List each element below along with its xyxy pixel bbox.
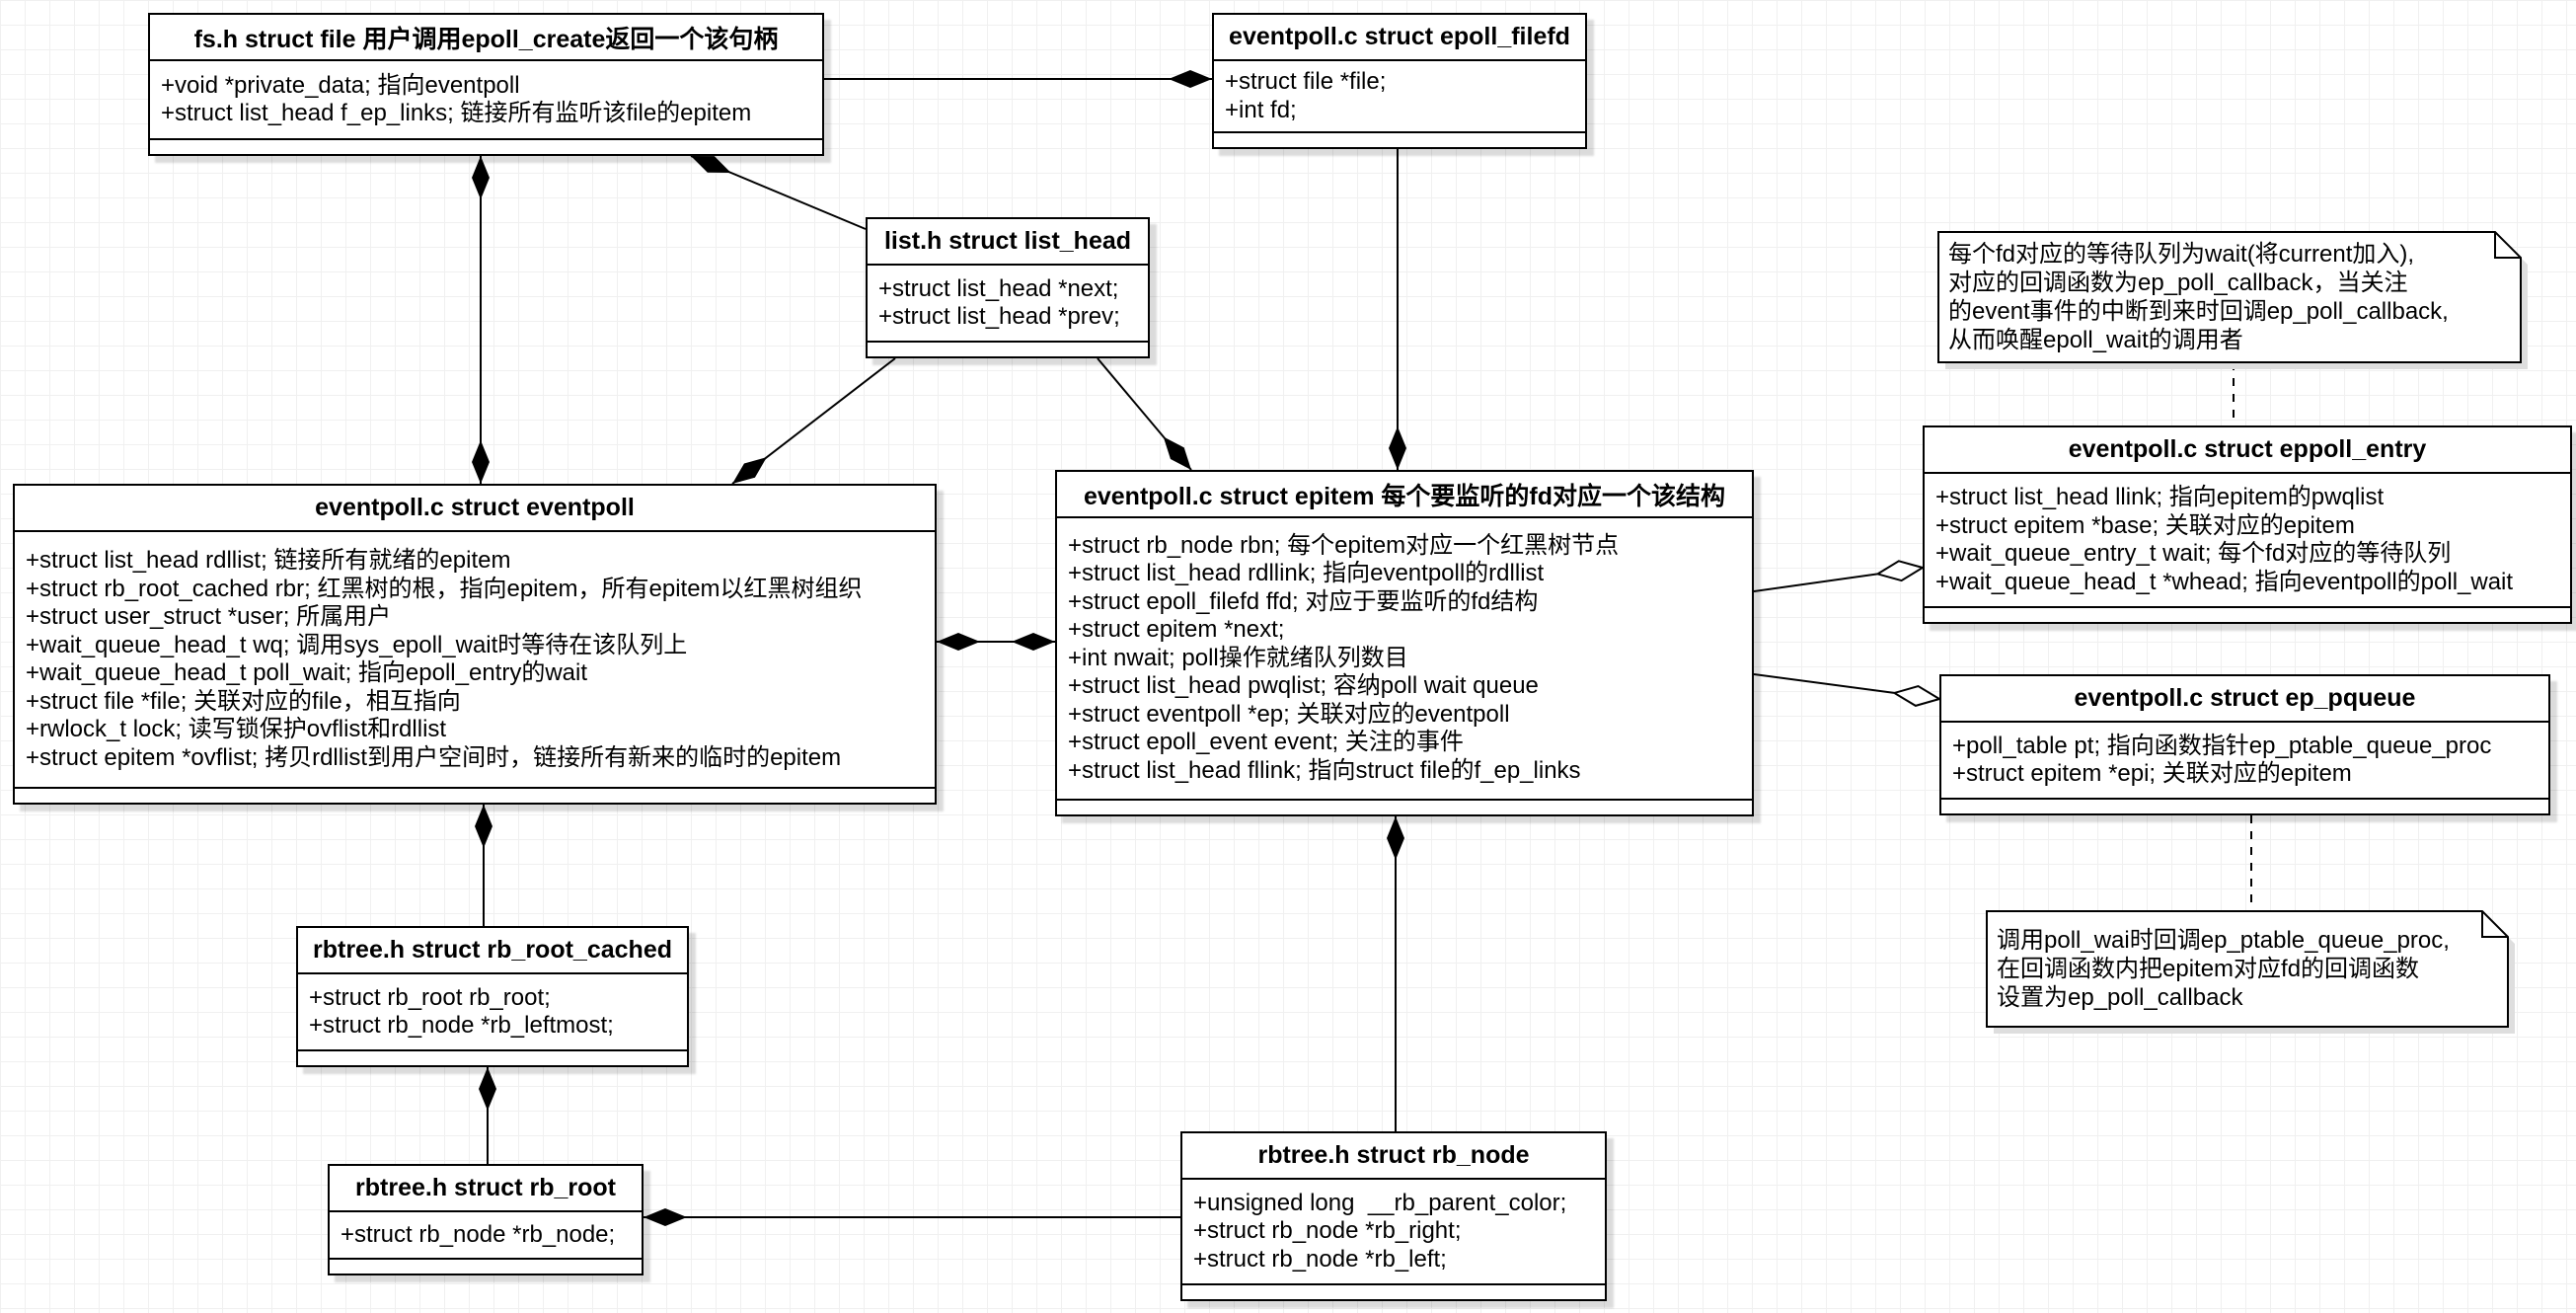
class-box-eppoll-entry: eventpoll.c struct eppoll_entry +struct … xyxy=(1923,425,2572,624)
text-line: +struct epitem *base; 关联对应的epitem xyxy=(1935,511,2355,539)
class-footer-epitem xyxy=(1057,799,1752,814)
class-fields-rb-root: +struct rb_node *rb_node; xyxy=(330,1212,642,1258)
text-line: +wait_queue_head_t wq; 调用sys_epoll_wait时… xyxy=(26,631,688,658)
text-line: +poll_table pt; 指向函数指针ep_ptable_queue_pr… xyxy=(1952,732,2492,759)
class-fields-epoll-filefd: +struct file *file;+int fd; xyxy=(1214,61,1585,131)
class-title-epitem: eventpoll.c struct epitem 每个要监听的fd对应一个该结… xyxy=(1057,472,1752,518)
text-line: +struct file *file; xyxy=(1225,68,1387,95)
class-box-epoll-filefd: eventpoll.c struct epoll_filefd +struct … xyxy=(1212,13,1587,149)
class-footer-rb-node xyxy=(1182,1283,1605,1299)
text-line: +struct epoll_filefd ffd; 对应于要监听的fd结构 xyxy=(1068,587,1539,615)
text-line: +struct rb_node *rb_right; xyxy=(1193,1217,1462,1245)
note-poll-callback: 调用poll_wai时回调ep_ptable_queue_proc,在回调函数内… xyxy=(1987,911,2508,1027)
class-fields-list-head: +struct list_head *next;+struct list_hea… xyxy=(868,266,1148,341)
class-title-eventpoll: eventpoll.c struct eventpoll xyxy=(15,486,935,532)
class-footer-epoll-filefd xyxy=(1214,131,1585,147)
text-line: +struct list_head rdllink; 指向eventpoll的r… xyxy=(1068,560,1545,587)
class-footer-rb-root-cached xyxy=(298,1049,687,1065)
connector-listhead-eventpoll xyxy=(732,358,895,484)
text-line: +struct list_head *next; xyxy=(878,274,1119,302)
text-line: +struct rb_node *rb_leftmost; xyxy=(309,1012,614,1039)
text-line: 每个fd对应的等待队列为wait(将current加入), xyxy=(1948,241,2415,268)
class-box-file: fs.h struct file 用户调用epoll_create返回一个该句柄… xyxy=(148,13,824,156)
text-line: +struct eventpoll *ep; 关联对应的eventpoll xyxy=(1068,700,1510,728)
class-title-rb-root-cached: rbtree.h struct rb_root_cached xyxy=(298,928,687,974)
text-line: +int fd; xyxy=(1225,96,1297,123)
text-line: 在回调函数内把epitem对应fd的回调函数 xyxy=(1997,956,2420,982)
class-fields-rb-node: +unsigned long __rb_parent_color;+struct… xyxy=(1182,1180,1605,1283)
text-line: +int nwait; poll操作就绪队列数目 xyxy=(1068,644,1408,671)
text-line: +struct list_head llink; 指向epitem的pwqlis… xyxy=(1935,484,2385,510)
class-fields-eppoll-entry: +struct list_head llink; 指向epitem的pwqlis… xyxy=(1925,474,2570,606)
class-fields-rb-root-cached: +struct rb_root rb_root;+struct rb_node … xyxy=(298,974,687,1049)
class-box-eventpoll: eventpoll.c struct eventpoll +struct lis… xyxy=(13,484,937,805)
class-title-rb-node: rbtree.h struct rb_node xyxy=(1182,1133,1605,1180)
class-title-file: fs.h struct file 用户调用epoll_create返回一个该句柄 xyxy=(150,15,822,61)
connector-listhead-epitem xyxy=(1098,358,1191,470)
text-line: +struct list_head rdllist; 链接所有就绪的epitem xyxy=(26,547,511,574)
class-title-rb-root: rbtree.h struct rb_root xyxy=(330,1166,642,1212)
class-title-list-head: list.h struct list_head xyxy=(868,219,1148,266)
text-line: 的event事件的中断到来时回调ep_poll_callback, xyxy=(1948,298,2449,325)
text-line: +struct epoll_event event; 关注的事件 xyxy=(1068,729,1464,756)
class-fields-ep-pqueue: +poll_table pt; 指向函数指针ep_ptable_queue_pr… xyxy=(1941,723,2548,798)
text-line: +rwlock_t lock; 读写锁保护ovflist和rdllist xyxy=(26,716,447,742)
text-line: +struct list_head f_ep_links; 链接所有监听该fil… xyxy=(161,100,752,126)
text-line: +struct rb_root_cached rbr; 红黑树的根，指向epit… xyxy=(26,575,863,602)
class-footer-eppoll-entry xyxy=(1925,606,2570,622)
class-fields-file: +void *private_data; 指向eventpoll+struct … xyxy=(150,61,822,138)
text-line: 调用poll_wai时回调ep_ptable_queue_proc, xyxy=(1997,927,2450,954)
text-line: 从而唤醒epoll_wait的调用者 xyxy=(1948,327,2243,353)
class-title-ep-pqueue: eventpoll.c struct ep_pqueue xyxy=(1941,676,2548,723)
text-line: +wait_queue_head_t *whead; 指向eventpoll的p… xyxy=(1935,568,2514,595)
class-fields-epitem: +struct rb_node rbn; 每个epitem对应一个红黑树节点+s… xyxy=(1057,518,1752,799)
text-line: +unsigned long __rb_parent_color; xyxy=(1193,1189,1567,1216)
text-line: +struct user_struct *user; 所属用户 xyxy=(26,603,392,630)
class-box-rb-node: rbtree.h struct rb_node +unsigned long _… xyxy=(1180,1131,1607,1301)
class-footer-list-head xyxy=(868,341,1148,356)
text-line: +struct list_head pwqlist; 容纳poll wait q… xyxy=(1068,672,1539,700)
text-line: +struct epitem *epi; 关联对应的epitem xyxy=(1952,760,2352,787)
text-line: +struct list_head *prev; xyxy=(878,303,1120,330)
note-wait-queue: 每个fd对应的等待队列为wait(将current加入),对应的回调函数为ep_… xyxy=(1938,232,2521,362)
text-line: +struct rb_node *rb_node; xyxy=(341,1220,616,1248)
class-footer-ep-pqueue xyxy=(1941,798,2548,813)
text-line: +struct file *file; 关联对应的file，相互指向 xyxy=(26,687,461,715)
class-footer-rb-root xyxy=(330,1258,642,1274)
text-line: +wait_queue_head_t poll_wait; 指向epoll_en… xyxy=(26,659,588,686)
text-line: +void *private_data; 指向eventpoll xyxy=(161,71,520,99)
class-title-eppoll-entry: eventpoll.c struct eppoll_entry xyxy=(1925,427,2570,474)
text-line: 设置为ep_poll_callback xyxy=(1997,984,2243,1011)
class-title-epoll-filefd: eventpoll.c struct epoll_filefd xyxy=(1214,15,1585,61)
text-line: +struct rb_node rbn; 每个epitem对应一个红黑树节点 xyxy=(1068,531,1620,559)
text-line: +struct rb_node *rb_left; xyxy=(1193,1245,1447,1273)
class-footer-eventpoll xyxy=(15,787,935,803)
class-box-rb-root: rbtree.h struct rb_root +struct rb_node … xyxy=(328,1164,644,1275)
class-box-epitem: eventpoll.c struct epitem 每个要监听的fd对应一个该结… xyxy=(1055,470,1754,816)
class-box-list-head: list.h struct list_head +struct list_hea… xyxy=(866,217,1150,358)
class-footer-file xyxy=(150,138,822,154)
class-fields-eventpoll: +struct list_head rdllist; 链接所有就绪的epitem… xyxy=(15,532,935,787)
connector-listhead-file xyxy=(691,156,866,229)
text-line: +struct list_head fllink; 指向struct file的… xyxy=(1068,756,1581,784)
connector-epitem-eppqueue xyxy=(1754,674,1939,699)
text-line: +struct epitem *next; xyxy=(1068,616,1285,644)
text-line: +struct rb_root rb_root; xyxy=(309,983,551,1011)
text-line: +wait_queue_entry_t wait; 每个fd对应的等待队列 xyxy=(1935,540,2452,567)
class-box-rb-root-cached: rbtree.h struct rb_root_cached +struct r… xyxy=(296,926,689,1067)
text-line: +struct epitem *ovflist; 拷贝rdllist到用户空间时… xyxy=(26,743,842,771)
text-line: 对应的回调函数为ep_poll_callback，当关注 xyxy=(1948,270,2408,296)
class-box-ep-pqueue: eventpoll.c struct ep_pqueue +poll_table… xyxy=(1939,674,2550,815)
connector-epitem-eppollentry xyxy=(1754,568,1923,591)
